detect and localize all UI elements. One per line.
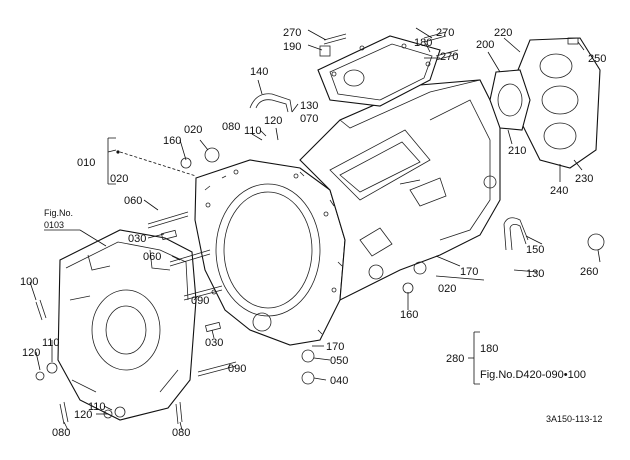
leader-lines — [29, 27, 601, 431]
part-label-270: 270 — [436, 27, 454, 39]
drawing-code: 3A150-113-12 — [546, 414, 602, 424]
part-label-160: 160 — [400, 309, 418, 321]
part-label-200: 200 — [476, 39, 494, 51]
part-label-080: 080 — [172, 427, 190, 439]
part-label-150: 150 — [526, 244, 544, 256]
part-label-030: 030 — [128, 233, 146, 245]
part-labels: 270 190 270 180 270 220 200 250 140 130 … — [20, 27, 606, 439]
part-label-170: 170 — [326, 341, 344, 353]
part-label-080: 080 — [222, 121, 240, 133]
part-label-090: 090 — [228, 363, 246, 375]
part-label-210: 210 — [508, 145, 526, 157]
part-label-040: 040 — [330, 375, 348, 387]
part-label-050: 050 — [330, 355, 348, 367]
part-label-240: 240 — [550, 185, 568, 197]
part-label-100: 100 — [20, 276, 38, 288]
part-label-160: 160 — [163, 135, 181, 147]
transmission-case-part — [299, 79, 501, 301]
clutch-housing-part — [194, 159, 346, 346]
part-label-120: 120 — [264, 115, 282, 127]
callout-280: 280 — [446, 353, 464, 365]
part-label-020: 020 — [110, 173, 128, 185]
part-label-170: 170 — [460, 266, 478, 278]
part-label-140: 140 — [250, 66, 268, 78]
part-label-250: 250 — [588, 53, 606, 65]
fig-ref-label: Fig.No. — [44, 208, 73, 218]
part-label-110: 110 — [244, 125, 262, 137]
part-label-260: 260 — [580, 266, 598, 278]
part-label-060: 060 — [143, 251, 161, 263]
part-label-220: 220 — [494, 27, 512, 39]
top-cover-part — [317, 35, 441, 107]
part-label-230: 230 — [575, 173, 593, 185]
part-label-060: 060 — [124, 195, 142, 207]
part-label-030: 030 — [205, 337, 223, 349]
part-label-080: 080 — [52, 427, 70, 439]
part-label-090: 090 — [191, 295, 209, 307]
small-parts — [35, 31, 605, 425]
part-label-130: 130 — [300, 100, 318, 112]
part-label-180: 180 — [414, 37, 432, 49]
part-label-120: 120 — [74, 409, 92, 421]
fig-ref-number: 0103 — [44, 220, 64, 230]
part-label-020: 020 — [184, 124, 202, 136]
part-label-010: 010 — [77, 157, 95, 169]
front-cover-part — [57, 229, 197, 421]
part-label-120: 120 — [22, 347, 40, 359]
part-label-190: 190 — [283, 41, 301, 53]
part-label-110: 110 — [88, 401, 106, 413]
part-label-070: 070 — [300, 113, 318, 125]
callout-180: 180 — [480, 343, 498, 355]
part-label-130: 130 — [526, 268, 544, 280]
part-label-270: 270 — [440, 51, 458, 63]
part-label-110: 110 — [42, 337, 60, 349]
part-label-270: 270 — [283, 27, 301, 39]
rear-cover-part — [489, 37, 601, 169]
part-label-020: 020 — [438, 283, 456, 295]
callout-fig-ref: Fig.No.D420-090•100 — [480, 369, 586, 381]
